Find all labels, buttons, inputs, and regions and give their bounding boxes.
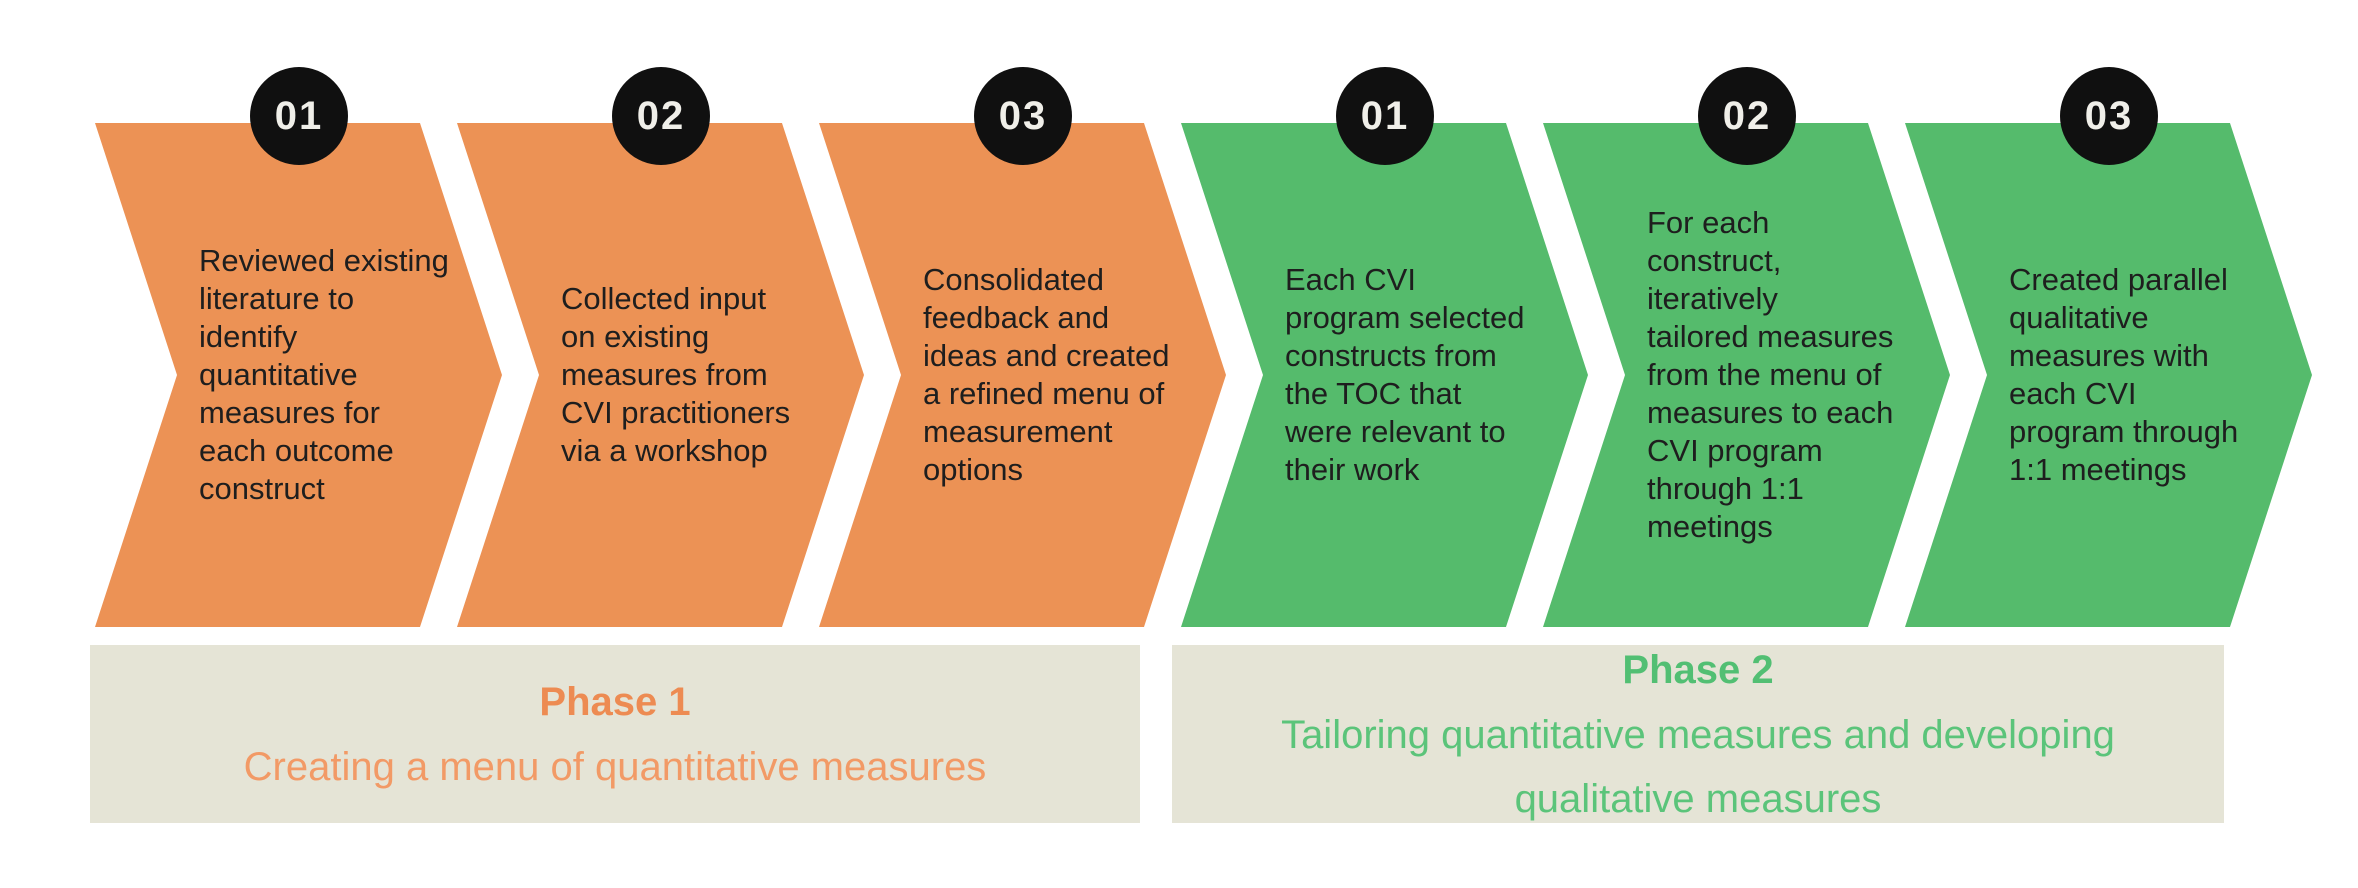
step-number: 01 (274, 93, 324, 138)
phase1-subtitle: Creating a menu of quantitative measures (243, 745, 987, 789)
phase2-subtitle: Tailoring quantitative measures and deve… (1281, 713, 2115, 821)
phase1-step2-number-badge: 02 (612, 67, 710, 165)
step-description: Collected input on existing measures fro… (561, 281, 791, 468)
phase1-step3-number-badge: 03 (974, 67, 1072, 165)
step-number: 02 (636, 93, 686, 138)
phase1-step1-chevron: Reviewed existing literature to identify… (95, 123, 502, 627)
phase1-band: Phase 1 Creating a menu of quantitative … (90, 645, 1140, 823)
phase2-step1-chevron: Each CVI program selected constructs fro… (1181, 123, 1588, 627)
step-description: For each construct, iteratively tailored… (1647, 205, 1894, 544)
phase1-step1-number-badge: 01 (250, 67, 348, 165)
phase2-step2-number-badge: 02 (1698, 67, 1796, 165)
phase2-title: Phase 2 (1622, 648, 1774, 692)
phase2-step1-number-badge: 01 (1336, 67, 1434, 165)
step-number: 03 (998, 93, 1048, 138)
phase2-step3-number-badge: 03 (2060, 67, 2158, 165)
phase1-step2-chevron: Collected input on existing measures fro… (457, 123, 864, 627)
phase2-step3-chevron: Created parallel qualitative measures wi… (1905, 123, 2312, 627)
step-number: 02 (1722, 93, 1772, 138)
phase2-band: Phase 2 Tailoring quantitative measures … (1172, 645, 2224, 823)
step-description: Each CVI program selected constructs fro… (1285, 262, 1525, 487)
step-description: Created parallel qualitative measures wi… (2009, 262, 2239, 487)
phase1-title: Phase 1 (539, 680, 691, 724)
phase2-step2-chevron: For each construct, iteratively tailored… (1543, 123, 1950, 627)
step-description: Consolidated feedback and ideas and crea… (923, 262, 1170, 487)
step-description: Reviewed existing literature to identify… (199, 243, 449, 506)
phase1-step3-chevron: Consolidated feedback and ideas and crea… (819, 123, 1226, 627)
step-number: 03 (2084, 93, 2134, 138)
step-number: 01 (1360, 93, 1410, 138)
